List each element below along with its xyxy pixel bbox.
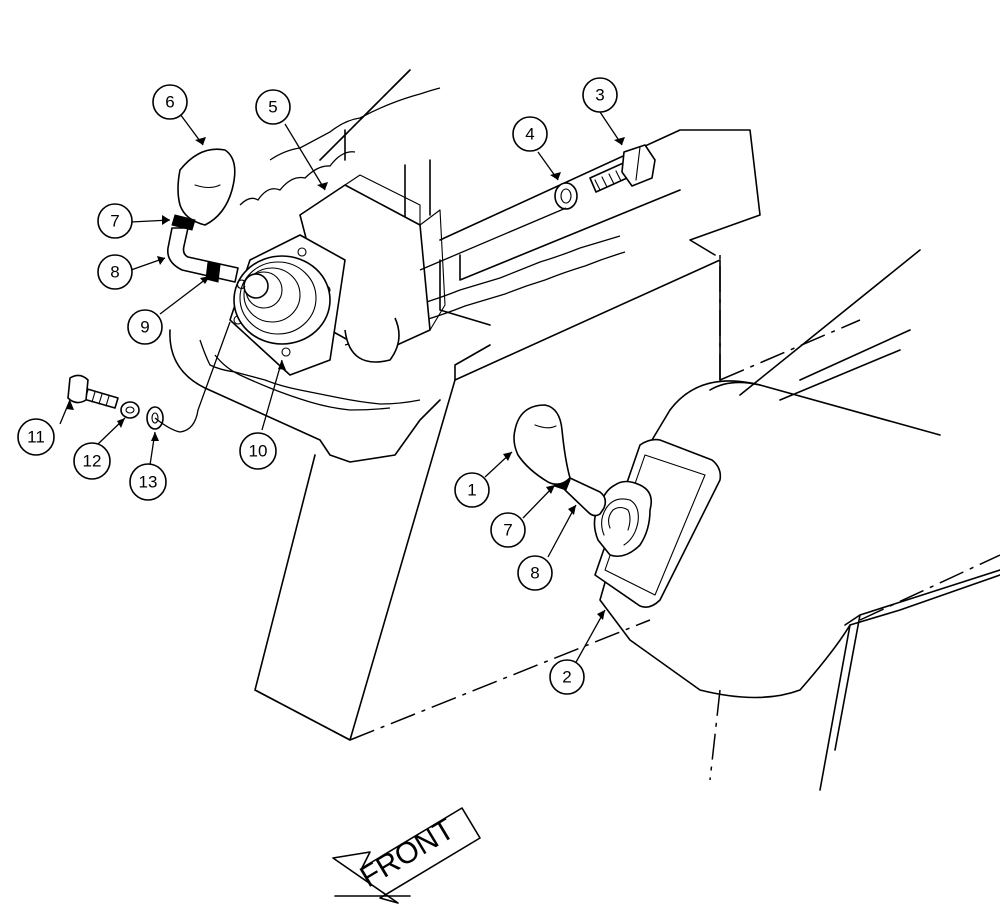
callout-2: 2 bbox=[549, 659, 585, 695]
callout-11-label: 11 bbox=[27, 428, 45, 447]
front-arrow: FRONT bbox=[332, 807, 481, 904]
bolt-3 bbox=[589, 144, 656, 193]
callout-7-left-label: 7 bbox=[110, 212, 119, 231]
callout-13: 13 bbox=[129, 463, 167, 501]
lock-washer-4 bbox=[554, 182, 578, 210]
callout-12-label: 12 bbox=[83, 452, 102, 471]
lever-left bbox=[166, 148, 239, 283]
callout-3: 3 bbox=[582, 77, 618, 113]
callout-8-left: 8 bbox=[97, 254, 133, 290]
callout-4: 4 bbox=[512, 116, 548, 152]
callout-5: 5 bbox=[255, 89, 291, 125]
callout-8-left-label: 8 bbox=[110, 263, 119, 282]
callout-6-label: 6 bbox=[165, 93, 174, 112]
lever-right bbox=[513, 404, 722, 608]
callout-9-label: 9 bbox=[140, 318, 149, 337]
callout-2-label: 2 bbox=[562, 668, 571, 687]
callout-7-right-label: 7 bbox=[503, 521, 512, 540]
callout-10: 10 bbox=[239, 432, 277, 470]
callout-12: 12 bbox=[73, 442, 111, 480]
lock-washer-12 bbox=[120, 401, 140, 419]
callout-6: 6 bbox=[152, 84, 188, 120]
valve-mark-text: C bbox=[236, 276, 246, 292]
callout-1-label: 1 bbox=[467, 481, 476, 500]
bolt-11 bbox=[67, 374, 119, 409]
control-valve-left: C bbox=[229, 174, 446, 376]
callout-1: 1 bbox=[454, 472, 490, 508]
leader-arrowheads bbox=[66, 137, 625, 620]
callout-5-label: 5 bbox=[268, 98, 277, 117]
callout-7-right: 7 bbox=[490, 512, 526, 548]
callout-8-right-label: 8 bbox=[530, 564, 539, 583]
callout-4-label: 4 bbox=[525, 125, 534, 144]
callout-9: 9 bbox=[127, 309, 163, 345]
callout-3-label: 3 bbox=[595, 86, 604, 105]
callout-13-label: 13 bbox=[139, 473, 158, 492]
leader-lines bbox=[59, 111, 623, 665]
callout-8-right: 8 bbox=[517, 555, 553, 591]
callout-10-label: 10 bbox=[249, 442, 268, 461]
callout-7-left: 7 bbox=[97, 203, 133, 239]
console-body bbox=[169, 69, 1000, 791]
callout-11: 11 bbox=[17, 418, 55, 456]
